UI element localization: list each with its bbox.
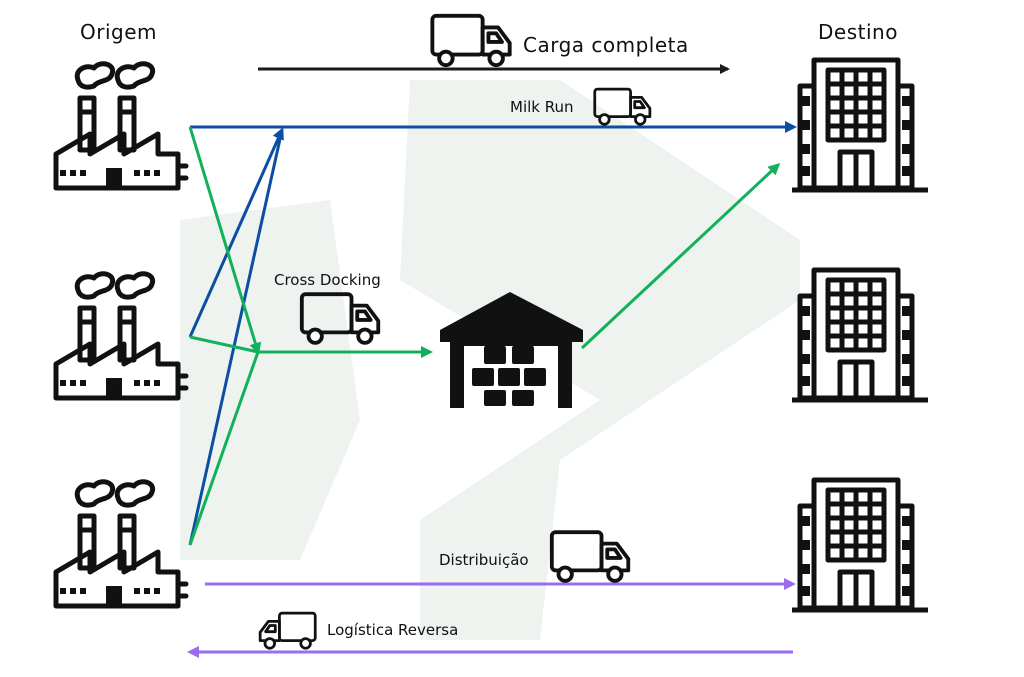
full-load-label: Carga completa	[523, 33, 689, 57]
cross-dock-origin2-leg	[189, 335, 259, 354]
distribution-truck-icon	[549, 530, 631, 583]
cross-docking-routes	[188, 126, 781, 546]
reverse-logistics-truck-icon	[258, 611, 317, 650]
destination-building-icon-2	[792, 270, 928, 400]
milk-run-routes	[188, 121, 797, 546]
milk-run-origin2-leg	[188, 127, 284, 338]
background-logo-watermark	[180, 80, 800, 640]
destination-building-icon-3	[792, 480, 928, 610]
cross-dock-origin1-leg	[188, 126, 262, 355]
hub-to-destination-arrow	[580, 162, 781, 350]
milk-run-truck-icon	[593, 87, 652, 126]
milk-run-label: Milk Run	[510, 98, 574, 116]
origin-factory-icon-3	[56, 482, 186, 606]
destination-building-icon-1	[792, 60, 928, 190]
milk-run-origin3-leg	[188, 129, 284, 546]
warehouse-hub-icon	[440, 292, 583, 408]
origin-factory-icon-2	[56, 274, 186, 398]
origin-heading: Origem	[80, 20, 158, 44]
origin-factory-icon-1	[56, 64, 186, 188]
distribution-label: Distribuição	[439, 551, 529, 569]
cross-dock-origin3-leg	[188, 351, 260, 546]
cross-docking-label: Cross Docking	[274, 271, 381, 289]
destination-heading: Destino	[818, 20, 898, 44]
full-load-truck-icon	[430, 13, 512, 68]
reverse-logistics-label: Logística Reversa	[327, 621, 459, 639]
